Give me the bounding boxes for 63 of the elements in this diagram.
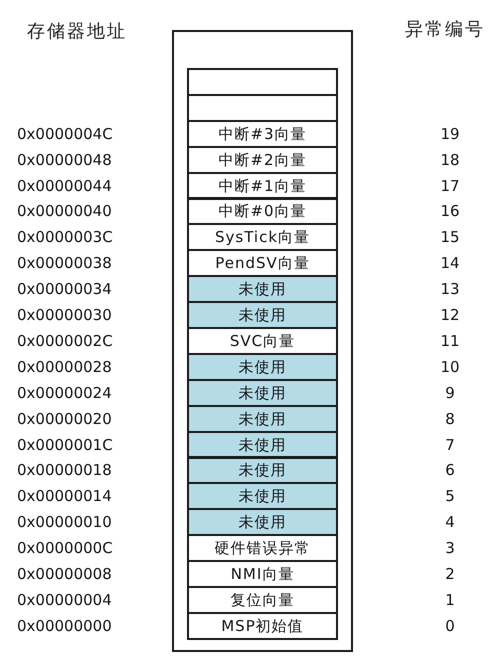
exception-number: 6 (445, 461, 455, 480)
exception-number: 4 (445, 513, 455, 532)
memory-address: 0x0000004C (17, 124, 113, 143)
exception-number: 19 (440, 124, 460, 143)
vector-table-frame (172, 30, 353, 652)
memory-address: 0x00000004 (17, 590, 112, 609)
memory-address: 0x00000048 (17, 150, 112, 169)
memory-address: 0x00000020 (17, 410, 112, 428)
vector-entry: 硬件错误异常 (187, 534, 338, 562)
memory-address: 0x00000008 (17, 565, 112, 584)
vector-entry: 中断#1向量 (187, 172, 338, 200)
exception-number: 13 (440, 280, 460, 298)
exception-number: 9 (445, 384, 455, 402)
vector-entry: 未使用 (187, 482, 338, 510)
exception-number: 8 (445, 410, 455, 428)
memory-address: 0x00000034 (17, 280, 112, 298)
vector-entry: 未使用 (187, 352, 338, 381)
vector-entry: 未使用 (187, 275, 338, 304)
exception-number: 7 (445, 436, 455, 454)
vector-entry: 未使用 (187, 430, 338, 458)
exception-number: 3 (445, 539, 455, 558)
column-heading: 异常编号 (405, 19, 485, 41)
exception-number: 5 (445, 487, 455, 506)
vector-entry: 未使用 (187, 301, 338, 329)
memory-address: 0x0000002C (17, 332, 113, 350)
exception-number: 12 (440, 306, 460, 324)
exception-number: 18 (440, 150, 460, 169)
vector-entry: NMI向量 (187, 560, 338, 588)
exception-number: 15 (440, 228, 460, 246)
vector-entry: 中断#3向量 (187, 120, 338, 148)
vector-entry: SysTick向量 (187, 223, 338, 252)
memory-address: 0x00000024 (17, 384, 112, 402)
vector-entry: 复位向量 (187, 586, 338, 614)
exception-number: 0 (445, 616, 455, 635)
exception-number: 17 (440, 176, 460, 195)
memory-address: 0x00000000 (17, 616, 112, 635)
memory-address: 0x0000000C (17, 539, 113, 558)
memory-address: 0x00000018 (17, 461, 112, 480)
exception-number: 2 (445, 565, 455, 584)
vector-entry: MSP初始值 (187, 612, 338, 640)
vector-entry: PendSV向量 (187, 249, 338, 278)
memory-address: 0x0000001C (17, 436, 113, 454)
memory-address: 0x00000038 (17, 254, 112, 272)
memory-address: 0x00000044 (17, 176, 112, 195)
column-heading: 存储器地址 (27, 21, 127, 43)
vector-entry: 未使用 (187, 404, 338, 433)
memory-address: 0x00000014 (17, 487, 112, 506)
exception-number: 16 (440, 202, 460, 220)
empty-entry (187, 68, 338, 96)
vector-entry: 未使用 (187, 378, 338, 407)
memory-address: 0x00000040 (17, 202, 112, 220)
vector-entry: 中断#2向量 (187, 146, 338, 174)
memory-address: 0x0000003C (17, 228, 113, 246)
memory-address: 0x00000010 (17, 513, 112, 532)
vector-entry: 未使用 (187, 508, 338, 536)
memory-address: 0x00000028 (17, 358, 112, 376)
exception-number: 11 (440, 332, 460, 350)
empty-entry (187, 94, 338, 122)
memory-address: 0x00000030 (17, 306, 112, 324)
exception-number: 14 (440, 254, 460, 272)
exception-number: 10 (440, 358, 460, 376)
vector-entry: SVC向量 (187, 327, 338, 355)
exception-number: 1 (445, 590, 455, 609)
